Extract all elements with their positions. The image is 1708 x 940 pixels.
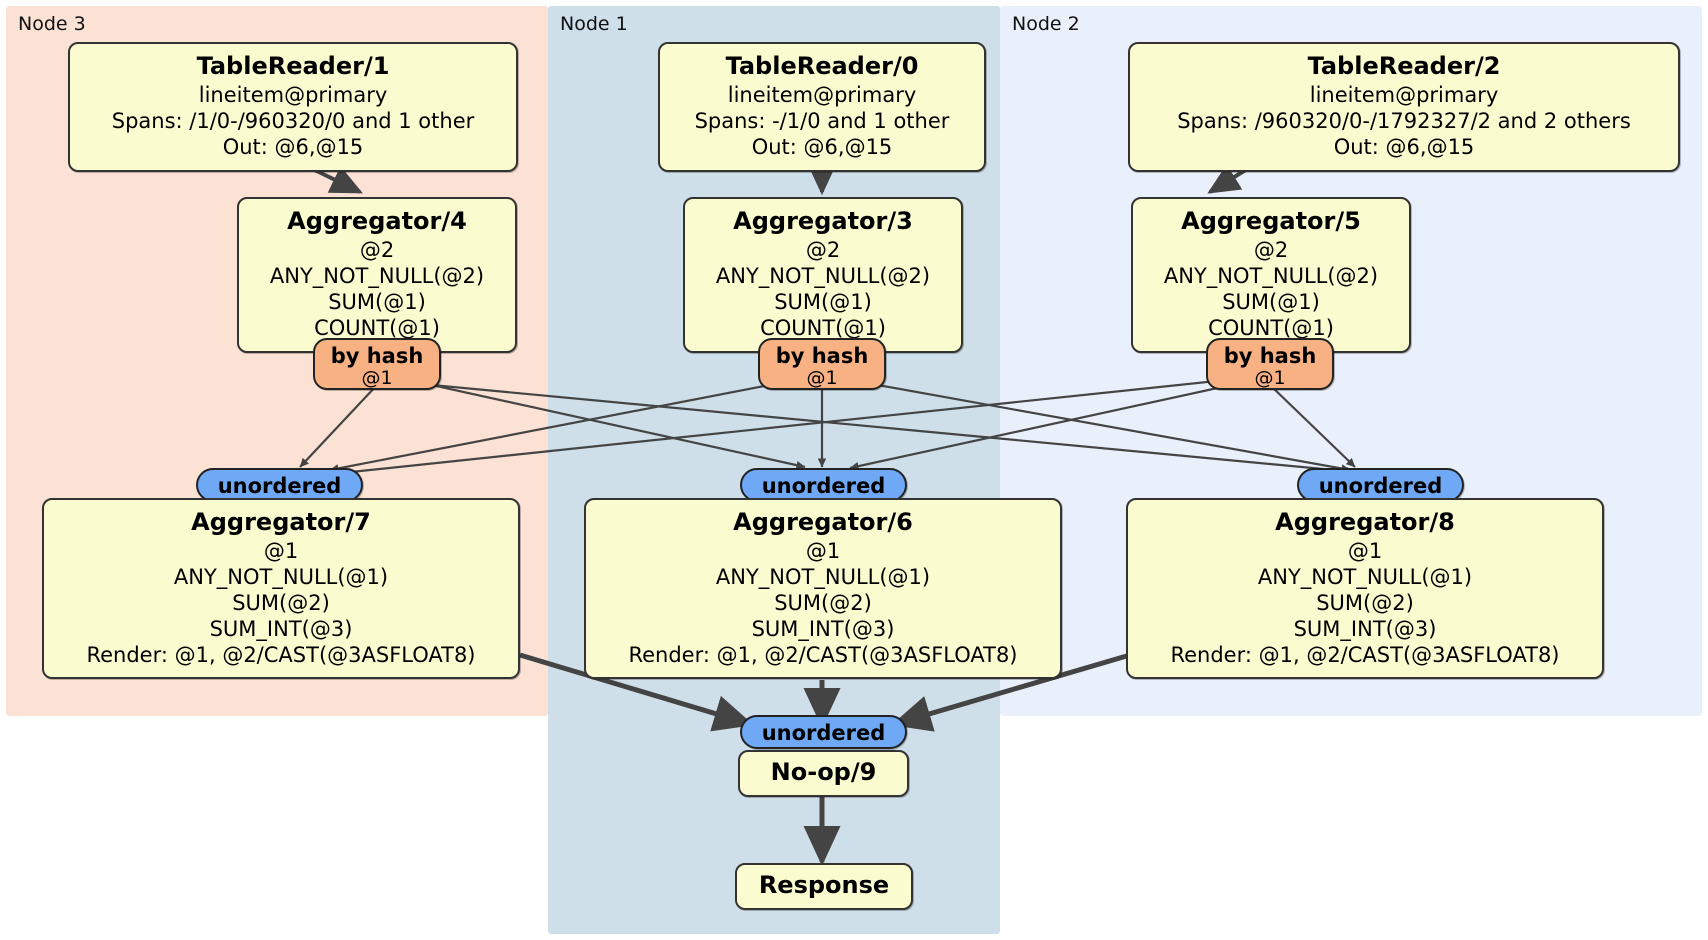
processor-aggregator-7[interactable]: Aggregator/7 @1 ANY_NOT_NULL(@1) SUM(@2)… (42, 498, 520, 680)
processor-line: Out: @6,@15 (751, 134, 893, 159)
processor-line: SUM(@2) (232, 590, 330, 615)
processor-line: Render: @1, @2/CAST(@3ASFLOAT8) (1170, 642, 1560, 667)
processor-line: Render: @1, @2/CAST(@3ASFLOAT8) (628, 642, 1018, 667)
processor-line: lineitem@primary (1309, 83, 1499, 108)
router-label: by hash (775, 344, 869, 368)
processor-title: TableReader/1 (196, 52, 390, 80)
panel-node-1-label: Node 1 (560, 13, 628, 35)
processor-line: ANY_NOT_NULL(@1) (173, 565, 389, 590)
synchronizer-unordered-final[interactable]: unordered (740, 715, 907, 749)
processor-table-reader-1[interactable]: TableReader/1 lineitem@primary Spans: /1… (68, 42, 518, 172)
synchronizer-label: unordered (1318, 474, 1443, 498)
synchronizer-label: unordered (217, 474, 342, 498)
synchronizer-unordered-left[interactable]: unordered (196, 468, 363, 502)
processor-line: lineitem@primary (727, 83, 917, 108)
processor-line: SUM_INT(@3) (209, 616, 353, 641)
processor-line: lineitem@primary (198, 83, 388, 108)
router-column: @1 (361, 367, 393, 390)
processor-table-reader-0[interactable]: TableReader/0 lineitem@primary Spans: -/… (658, 42, 986, 172)
processor-line: COUNT(@1) (1208, 315, 1334, 340)
processor-aggregator-8[interactable]: Aggregator/8 @1 ANY_NOT_NULL(@1) SUM(@2)… (1126, 498, 1604, 680)
processor-line: SUM(@2) (1316, 590, 1414, 615)
processor-line: Out: @6,@15 (222, 134, 364, 159)
synchronizer-label: unordered (761, 721, 886, 745)
processor-title: Aggregator/7 (191, 508, 371, 536)
processor-title: Aggregator/3 (733, 207, 913, 235)
processor-title: No-op/9 (770, 758, 877, 786)
router-by-hash-right[interactable]: by hash @1 (1206, 338, 1334, 390)
processor-line: @2 (805, 238, 841, 263)
processor-title: Aggregator/5 (1181, 207, 1361, 235)
processor-line: ANY_NOT_NULL(@2) (715, 264, 931, 289)
processor-line: ANY_NOT_NULL(@1) (1257, 565, 1473, 590)
router-by-hash-left[interactable]: by hash @1 (313, 338, 441, 390)
processor-aggregator-4[interactable]: Aggregator/4 @2 ANY_NOT_NULL(@2) SUM(@1)… (237, 197, 517, 353)
processor-line: SUM(@1) (328, 289, 426, 314)
processor-aggregator-3[interactable]: Aggregator/3 @2 ANY_NOT_NULL(@2) SUM(@1)… (683, 197, 963, 353)
processor-table-reader-2[interactable]: TableReader/2 lineitem@primary Spans: /9… (1128, 42, 1680, 172)
processor-title: TableReader/2 (1307, 52, 1501, 80)
processor-line: SUM(@1) (774, 289, 872, 314)
processor-line: Spans: -/1/0 and 1 other (694, 109, 950, 134)
processor-line: SUM(@1) (1222, 289, 1320, 314)
processor-line: COUNT(@1) (760, 315, 886, 340)
router-by-hash-mid[interactable]: by hash @1 (758, 338, 886, 390)
processor-line: SUM(@2) (774, 590, 872, 615)
processor-line: Spans: /960320/0-/1792327/2 and 2 others (1177, 109, 1631, 134)
processor-line: Render: @1, @2/CAST(@3ASFLOAT8) (86, 642, 476, 667)
processor-aggregator-6[interactable]: Aggregator/6 @1 ANY_NOT_NULL(@1) SUM(@2)… (584, 498, 1062, 680)
processor-line: @1 (805, 539, 841, 564)
processor-line: Spans: /1/0-/960320/0 and 1 other (111, 109, 475, 134)
processor-line: @2 (359, 238, 395, 263)
processor-line: ANY_NOT_NULL(@2) (269, 264, 485, 289)
processor-line: @2 (1253, 238, 1289, 263)
processor-response[interactable]: Response (735, 863, 913, 911)
processor-line: SUM_INT(@3) (1293, 616, 1437, 641)
synchronizer-unordered-right[interactable]: unordered (1297, 468, 1464, 502)
processor-aggregator-5[interactable]: Aggregator/5 @2 ANY_NOT_NULL(@2) SUM(@1)… (1131, 197, 1411, 353)
panel-node-3-label: Node 3 (18, 13, 86, 35)
synchronizer-unordered-mid[interactable]: unordered (740, 468, 907, 502)
panel-node-2-label: Node 2 (1012, 13, 1080, 35)
processor-line: @1 (1347, 539, 1383, 564)
router-column: @1 (806, 367, 838, 390)
router-column: @1 (1254, 367, 1286, 390)
processor-title: Response (758, 871, 890, 899)
processor-line: ANY_NOT_NULL(@1) (715, 565, 931, 590)
synchronizer-label: unordered (761, 474, 886, 498)
router-label: by hash (330, 344, 424, 368)
processor-line: Out: @6,@15 (1333, 134, 1475, 159)
processor-title: Aggregator/6 (733, 508, 913, 536)
processor-line: ANY_NOT_NULL(@2) (1163, 264, 1379, 289)
processor-line: @1 (263, 539, 299, 564)
processor-line: SUM_INT(@3) (751, 616, 895, 641)
router-label: by hash (1223, 344, 1317, 368)
processor-title: TableReader/0 (725, 52, 919, 80)
processor-line: COUNT(@1) (314, 315, 440, 340)
processor-title: Aggregator/8 (1275, 508, 1455, 536)
processor-title: Aggregator/4 (287, 207, 467, 235)
processor-noop-9[interactable]: No-op/9 (738, 750, 909, 798)
